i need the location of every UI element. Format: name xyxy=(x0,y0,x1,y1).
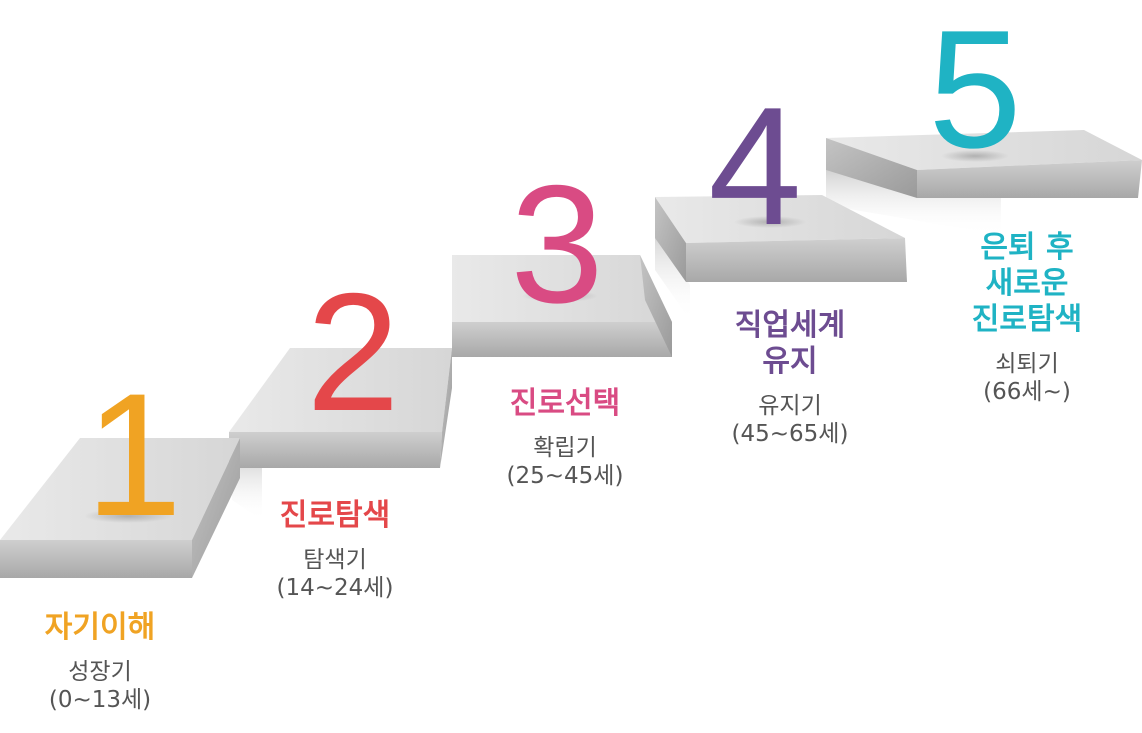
stage-1-title: 자기이해 xyxy=(44,610,156,645)
stage-1-period: 성장기 xyxy=(68,659,132,685)
stage-1-label: 자기이해 성장기 (0~13세) xyxy=(10,610,190,714)
stage-3-label: 진로선택 확립기 (25~45세) xyxy=(475,386,655,490)
stage-5-title: 은퇴 후 새로운 진로탐색 xyxy=(971,230,1083,337)
stage-5-age: (66세~) xyxy=(983,379,1071,405)
step-5-block xyxy=(826,130,1142,235)
step-3-block xyxy=(452,255,672,357)
stage-5-label: 은퇴 후 새로운 진로탐색 쇠퇴기 (66세~) xyxy=(937,230,1117,406)
stage-1-age: (0~13세) xyxy=(48,687,152,713)
step-number-3: 3 xyxy=(510,150,604,338)
stage-5-period: 쇠퇴기 xyxy=(995,351,1059,377)
stage-4-period: 유지기 xyxy=(758,393,822,419)
stage-2-period: 탐색기 xyxy=(303,547,367,573)
step-2-block xyxy=(229,348,452,520)
step-number-1: 1 xyxy=(85,358,183,553)
step-number-5: 5 xyxy=(928,0,1022,183)
stage-3-title: 진로선택 xyxy=(509,386,621,421)
stage-2-age: (14~24세) xyxy=(276,575,394,601)
step-1-block xyxy=(0,438,240,578)
stage-4-age: (45~65세) xyxy=(731,421,849,447)
stage-4-label: 직업세계 유지 유지기 (45~65세) xyxy=(700,308,880,448)
step-4-block xyxy=(655,195,907,320)
step-number-4: 4 xyxy=(708,72,802,260)
stage-2-title: 진로탐색 xyxy=(279,498,391,533)
stage-2-label: 진로탐색 탐색기 (14~24세) xyxy=(245,498,425,602)
stage-4-title: 직업세계 유지 xyxy=(734,308,846,379)
stage-3-period: 확립기 xyxy=(533,435,597,461)
stage-3-age: (25~45세) xyxy=(506,463,624,489)
step-number-2: 2 xyxy=(306,258,400,446)
